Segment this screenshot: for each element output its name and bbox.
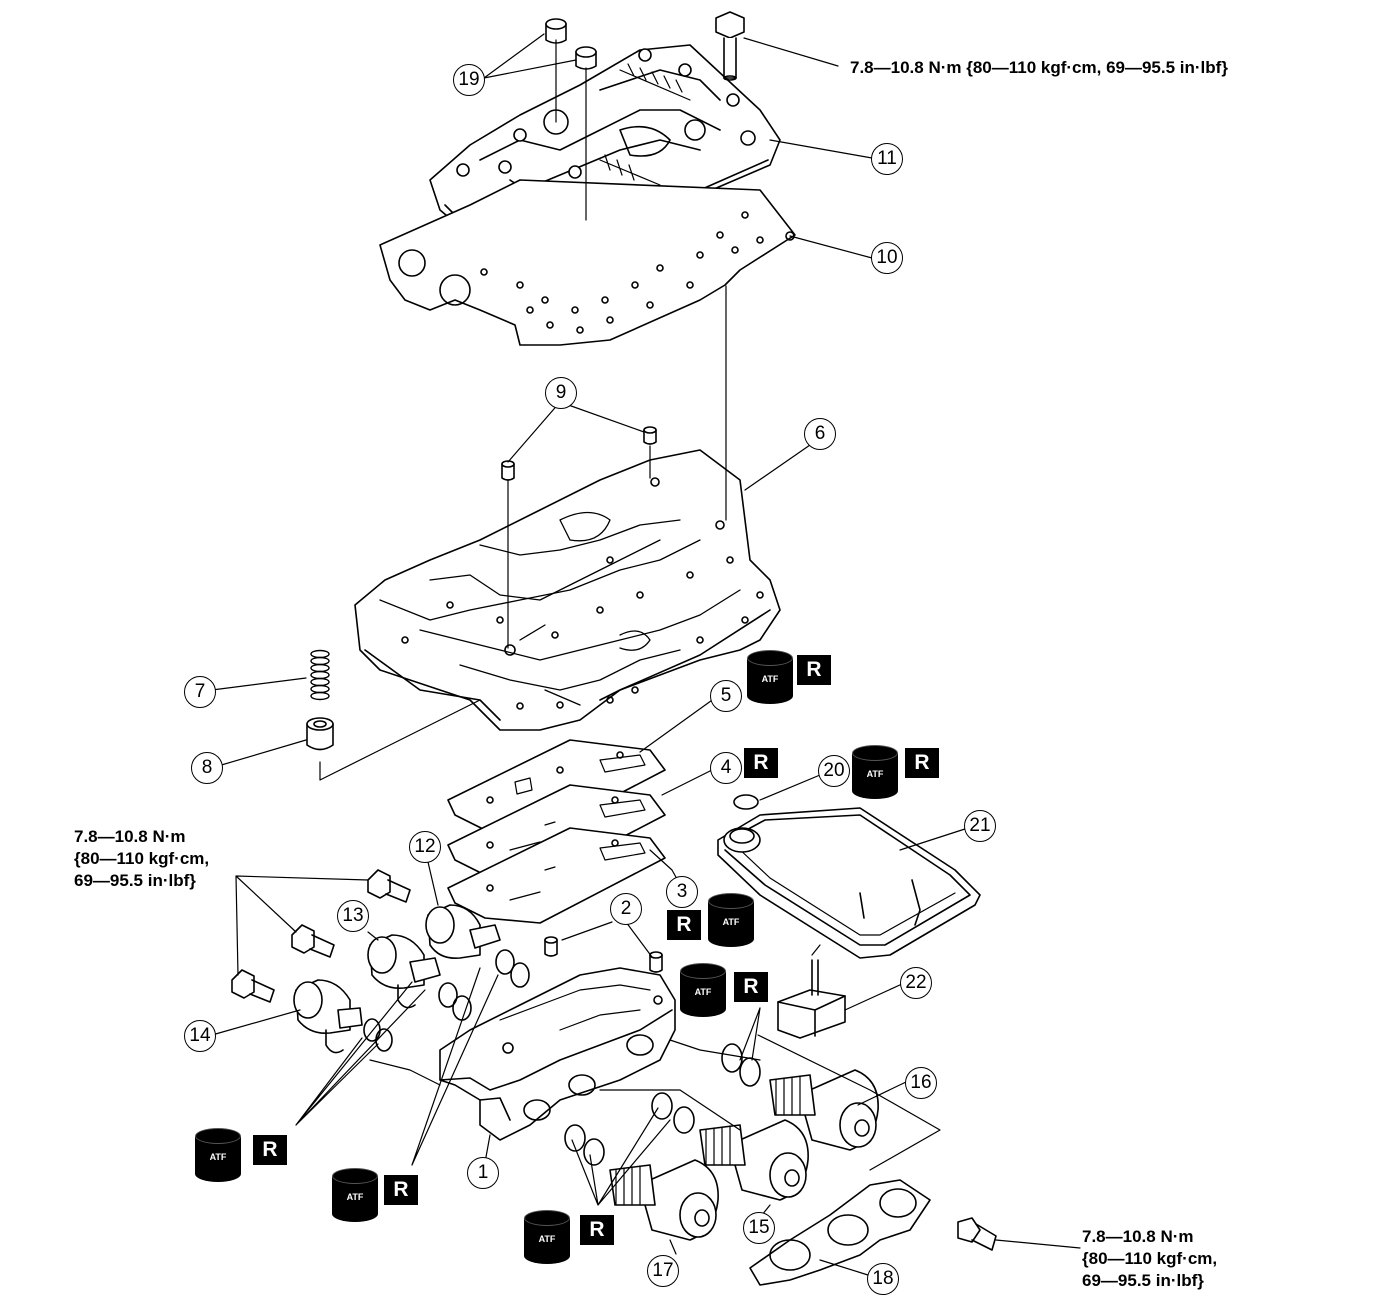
callout-11: 11 xyxy=(871,143,903,175)
callout-2: 2 xyxy=(610,893,642,925)
torque-spec-left: 7.8—10.8 N·m {80—110 kgf·cm, 69—95.5 in·… xyxy=(74,826,209,892)
plate-4 xyxy=(447,784,666,881)
callout-22: 22 xyxy=(900,967,932,999)
replace-icon: R xyxy=(580,1215,614,1245)
callout-12: 12 xyxy=(409,831,441,863)
leader-lines xyxy=(211,33,1081,1276)
torque-spec-lower-right-line-3: 69—95.5 in·lbf} xyxy=(1082,1271,1204,1290)
callout-16: 16 xyxy=(905,1067,937,1099)
lower-right-bolt xyxy=(957,1217,997,1251)
atf-label: ATF xyxy=(346,1192,364,1202)
atf-can-icon: ATF xyxy=(680,963,726,1017)
callout-14: 14 xyxy=(184,1020,216,1052)
callout-6: 6 xyxy=(804,418,836,450)
callout-7: 7 xyxy=(184,676,216,708)
replace-icon: R xyxy=(667,910,701,940)
plug-8 xyxy=(306,717,334,751)
o-rings xyxy=(564,1043,761,1166)
callout-18: 18 xyxy=(867,1263,899,1295)
solenoid-12 xyxy=(425,904,530,988)
replace-icon: R xyxy=(734,972,768,1002)
callout-13: 13 xyxy=(337,900,369,932)
separator-plate-10 xyxy=(379,179,796,346)
lower-valve-body-1 xyxy=(439,936,676,1141)
atf-label: ATF xyxy=(722,917,740,927)
solenoid-15 xyxy=(699,1119,809,1201)
torque-spec-left-line-2: {80—110 kgf·cm, xyxy=(74,849,210,868)
oil-strainer-21 xyxy=(717,807,981,959)
callout-9: 9 xyxy=(545,377,577,409)
pins-9 xyxy=(501,426,657,481)
atf-can-icon: ATF xyxy=(708,893,754,947)
solenoid-17 xyxy=(609,1159,719,1241)
callout-21: 21 xyxy=(964,810,996,842)
atf-label: ATF xyxy=(761,674,779,684)
torque-spec-left-line-1: 7.8—10.8 N·m xyxy=(74,827,186,846)
o-ring-20 xyxy=(733,794,759,810)
left-bolts xyxy=(231,869,411,1003)
bushings-19 xyxy=(545,18,597,70)
torque-spec-lower-right: 7.8—10.8 N·m {80—110 kgf·cm, 69—95.5 in·… xyxy=(1082,1226,1217,1292)
plate-3 xyxy=(447,827,666,924)
replace-icon: R xyxy=(905,748,939,778)
atf-can-icon: ATF xyxy=(332,1168,378,1222)
callout-1: 1 xyxy=(467,1157,499,1189)
replace-icon: R xyxy=(384,1175,418,1205)
callout-10: 10 xyxy=(871,242,903,274)
spring-7 xyxy=(310,649,330,701)
callout-19: 19 xyxy=(453,64,485,96)
atf-label: ATF xyxy=(694,987,712,997)
callout-5: 5 xyxy=(710,680,742,712)
atf-label: ATF xyxy=(866,769,884,779)
replace-icon: R xyxy=(797,655,831,685)
solenoid-13 xyxy=(367,934,472,1021)
filter-22 xyxy=(777,959,846,1039)
torque-spec-left-line-3: 69—95.5 in·lbf} xyxy=(74,871,196,890)
atf-can-icon: ATF xyxy=(747,650,793,704)
torque-spec-lower-right-line-2: {80—110 kgf·cm, xyxy=(1082,1249,1218,1268)
callout-15: 15 xyxy=(743,1212,775,1244)
torque-spec-upper-right: 7.8—10.8 N·m {80—110 kgf·cm, 69—95.5 in·… xyxy=(850,58,1228,77)
callout-4: 4 xyxy=(710,752,742,784)
atf-can-icon: ATF xyxy=(852,745,898,799)
callout-17: 17 xyxy=(647,1255,679,1287)
callout-3: 3 xyxy=(666,876,698,908)
atf-label: ATF xyxy=(209,1152,227,1162)
atf-can-icon: ATF xyxy=(195,1128,241,1182)
replace-icon: R xyxy=(253,1135,287,1165)
atf-label: ATF xyxy=(538,1234,556,1244)
solenoid-16 xyxy=(769,1069,879,1151)
solenoid-14 xyxy=(293,979,393,1054)
atf-can-icon: ATF xyxy=(524,1210,570,1264)
callout-20: 20 xyxy=(818,755,850,787)
replace-icon: R xyxy=(744,748,778,778)
main-valve-body xyxy=(354,449,781,731)
top-bolt xyxy=(715,11,745,81)
bracket-18 xyxy=(749,1179,931,1286)
torque-spec-lower-right-line-1: 7.8—10.8 N·m xyxy=(1082,1227,1194,1246)
callout-8: 8 xyxy=(191,752,223,784)
